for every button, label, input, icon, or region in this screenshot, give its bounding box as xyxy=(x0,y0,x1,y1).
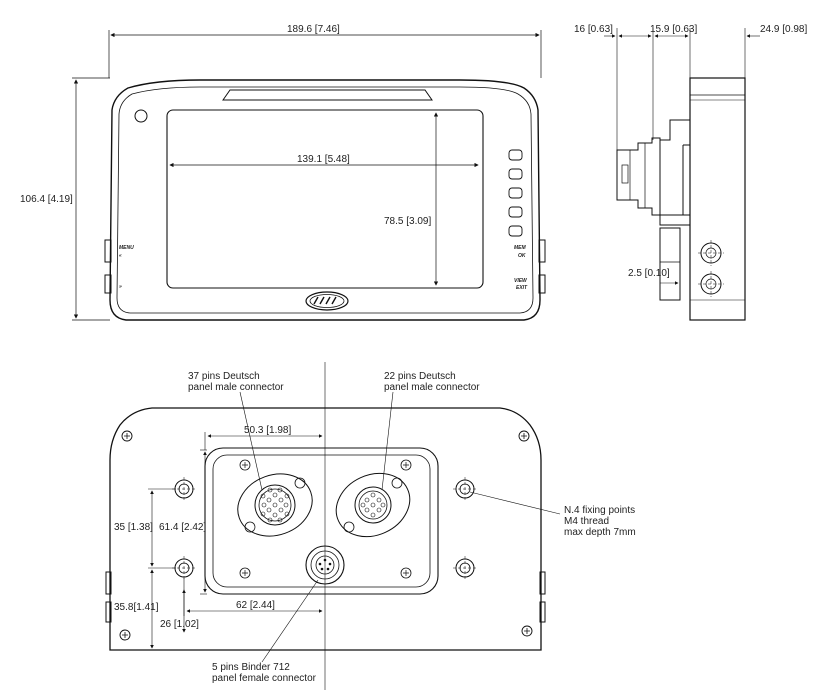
fixing-point-tr xyxy=(453,477,477,501)
side-dim-25: 2.5 [0.10] xyxy=(628,268,670,279)
callout-fixing-line1: N.4 fixing points xyxy=(564,505,635,516)
dim-50-3: 50.3 [1.98] xyxy=(244,425,291,436)
led-2 xyxy=(508,168,523,180)
callout-binder-line1: 5 pins Binder 712 xyxy=(212,662,290,673)
screen-height-dim: 78.5 [3.09] xyxy=(384,216,431,227)
dash-body-front xyxy=(109,79,541,321)
dim-35: 35 [1.38] xyxy=(114,522,153,533)
dim-26: 26 [1.02] xyxy=(160,619,199,630)
panel-screw-2 xyxy=(400,459,412,471)
dim-61-4: 61.4 [2.42] xyxy=(159,522,206,533)
led-3 xyxy=(508,187,523,199)
callout-37-pin-line1: 37 pins Deutsch xyxy=(188,371,260,382)
front-width-dim: 189.6 [7.46] xyxy=(287,24,340,35)
callout-37-pin-line2: panel male connector xyxy=(188,382,284,393)
dim-62: 62 [2.44] xyxy=(236,600,275,611)
panel-screw-1 xyxy=(239,459,251,471)
callout-binder-line2: panel female connector xyxy=(212,673,317,684)
button-left-bottom xyxy=(104,274,112,294)
front-view: 189.6 [7.46] 106.4 [4.19] 139.1 [5.48] 7… xyxy=(20,24,546,321)
front-height-dim: 106.4 [4.19] xyxy=(20,194,73,205)
binder-5-connector xyxy=(305,545,345,585)
deutsch-37-connector xyxy=(237,473,313,537)
side-dim-159: 15.9 [0.63] xyxy=(650,24,697,35)
callout-22-pin-line2: panel male connector xyxy=(384,382,480,393)
deutsch-22-connector xyxy=(335,472,411,538)
dim-35-8: 35.8[1.41] xyxy=(114,602,159,613)
rear-view: 50.3 [1.98] 35 [1.38] 61.4 [2.42] 62 [2.… xyxy=(105,362,636,690)
label-next: » xyxy=(119,284,122,290)
dash-body-rear xyxy=(109,407,542,651)
connector-side xyxy=(616,137,661,216)
label-ok: OK xyxy=(518,253,526,259)
corner-screw-br xyxy=(521,625,533,637)
corner-screw-tr xyxy=(518,430,530,442)
label-prev: « xyxy=(119,253,122,259)
aim-logo xyxy=(305,291,349,311)
led-1 xyxy=(508,149,523,161)
side-dim-249: 24.9 [0.98] xyxy=(760,24,807,35)
side-view: 16 [0.63] 15.9 [0.63] 24.9 [0.98] 2.5 xyxy=(574,24,807,321)
corner-screw-tl xyxy=(121,430,133,442)
callout-22-pin-line1: 22 pins Deutsch xyxy=(384,371,456,382)
light-sensor xyxy=(134,109,148,123)
side-dim-16: 16 [0.63] xyxy=(574,24,613,35)
led-5 xyxy=(508,225,523,237)
screen-width-dim: 139.1 [5.48] xyxy=(297,154,350,165)
callout-fixing-line2: M4 thread xyxy=(564,516,609,527)
label-view: VIEW xyxy=(514,278,528,284)
callout-fixing-line3: max depth 7mm xyxy=(564,527,636,538)
display-screen xyxy=(166,109,484,289)
panel-screw-3 xyxy=(239,567,251,579)
label-menu: MENU xyxy=(119,245,134,251)
housing-side xyxy=(689,77,746,321)
corner-screw-bl xyxy=(119,629,131,641)
shift-light-bar xyxy=(222,89,433,101)
button-right-top xyxy=(538,239,546,263)
button-right-bottom xyxy=(538,274,546,294)
label-exit: EXIT xyxy=(516,285,528,291)
panel-screw-4 xyxy=(400,567,412,579)
button-left-top xyxy=(104,239,112,263)
led-4 xyxy=(508,206,523,218)
label-mem: MEM xyxy=(514,245,527,251)
fixing-point-br xyxy=(453,556,477,580)
